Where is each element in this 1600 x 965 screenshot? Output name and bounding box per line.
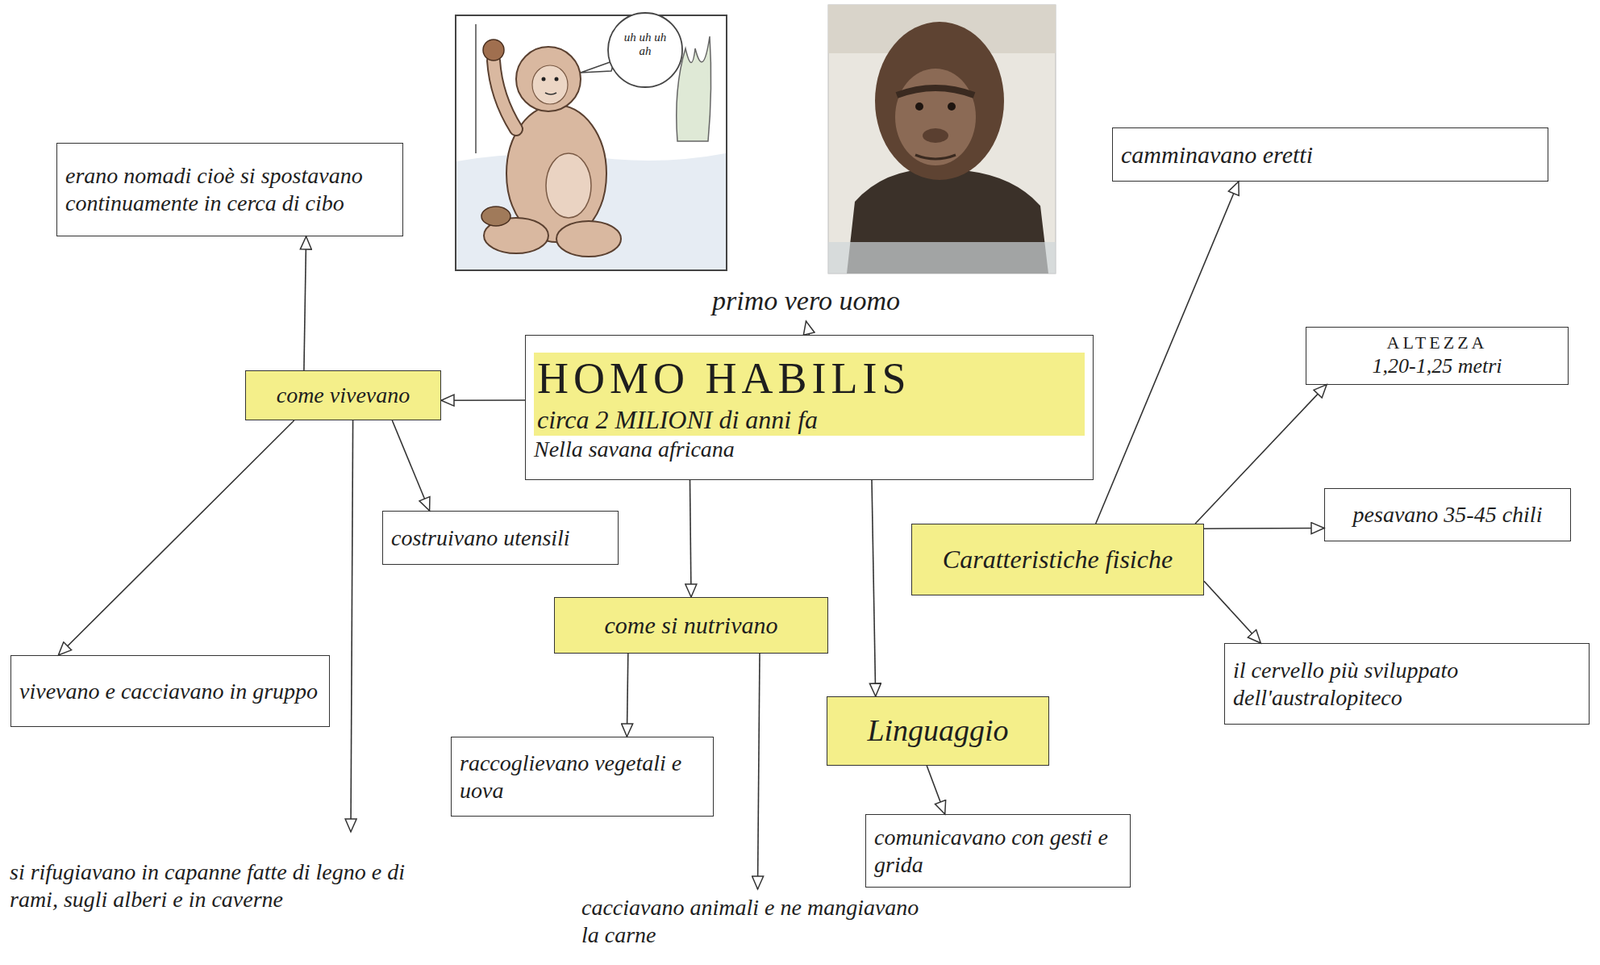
node-subtext: 1,20-1,25 metri — [1314, 353, 1560, 379]
arrow-connector — [1204, 580, 1261, 643]
cartoon-mouth — [545, 92, 557, 95]
node-text: costruivano utensili — [391, 524, 610, 552]
info-box: ALTEZZA1,20-1,25 metri — [1305, 326, 1569, 385]
node-text: erano nomadi cioè si spostavano continua… — [65, 162, 395, 217]
arrow-connector — [926, 765, 946, 814]
info-box: erano nomadi cioè si spostavano continua… — [56, 142, 404, 237]
node-text: Caratteristiche fisiche — [920, 543, 1196, 575]
photo-eye — [947, 102, 956, 111]
photo-case — [828, 241, 1056, 274]
cartoon-leg — [556, 220, 621, 257]
arrow-connector — [871, 479, 876, 696]
free-text-node: si rifugiavano in capanne fatte di legno… — [4, 831, 449, 939]
cartoon-eye — [554, 77, 559, 82]
arrow-connector — [304, 236, 307, 371]
cartoon-head — [516, 46, 581, 112]
photo-eye — [915, 102, 924, 111]
topic-box: Linguaggio — [826, 695, 1050, 766]
free-text-node: cacciavano animali e ne mangiavano la ca… — [576, 888, 939, 954]
cartoon-stick — [475, 24, 477, 154]
info-box: raccoglievano vegetali e uova — [450, 736, 714, 817]
info-box: pesavano 35-45 chili — [1324, 487, 1571, 542]
info-box: costruivano utensili — [382, 510, 619, 565]
arrow-connector — [690, 479, 692, 597]
cartoon-stone — [481, 206, 511, 226]
cartoon-arm-fill — [493, 60, 517, 130]
node-text: ALTEZZA — [1314, 332, 1560, 354]
cartoon-arm — [493, 60, 517, 130]
info-box: camminavano eretti — [1112, 127, 1549, 182]
photo-head — [875, 21, 1005, 180]
arrow-connector — [350, 420, 354, 832]
node-text: cacciavano animali e ne mangiavano la ca… — [581, 893, 934, 948]
arrow-connector — [1204, 527, 1325, 530]
cartoon-face — [532, 65, 568, 105]
cartoon-belly — [545, 153, 592, 218]
cartoon-frame — [455, 15, 727, 271]
node-text: come vivevano — [254, 381, 433, 409]
photo-nose — [922, 128, 949, 143]
node-subtext: circa 2 MILIONI di anni fa — [533, 404, 1085, 435]
topic-box: come vivevano — [245, 370, 442, 421]
node-text: vivevano e cacciavano in gruppo — [19, 677, 321, 705]
node-text: HOMO HABILIS — [533, 352, 1085, 405]
arrow-connector — [391, 420, 430, 511]
info-box: HOMO HABILIScirca 2 MILIONI di anni faNe… — [525, 334, 1094, 480]
node-text: camminavano eretti — [1120, 140, 1540, 170]
arrow-connector — [806, 320, 810, 335]
node-text: comunicavano con gesti e grida — [874, 823, 1122, 878]
arrow-connector — [1195, 384, 1327, 524]
node-subtext: Nella savana africana — [533, 435, 1085, 463]
info-box: comunicavano con gesti e grida — [865, 813, 1131, 888]
arrow-connector — [626, 653, 628, 737]
free-text-node: primo vero uomo — [607, 280, 1005, 321]
node-text: primo vero uomo — [612, 284, 1000, 318]
photo-frame — [828, 4, 1056, 274]
arrow-connector — [441, 399, 525, 401]
arrow-connector — [58, 420, 294, 655]
topic-box: Caratteristiche fisiche — [911, 523, 1205, 596]
topic-box: come si nutrivano — [554, 596, 829, 654]
cartoon-eye — [541, 77, 546, 82]
node-text: pesavano 35-45 chili — [1333, 500, 1563, 529]
photo-face — [895, 68, 976, 166]
arrow-connector — [1095, 181, 1239, 524]
arrow-connector — [758, 653, 761, 889]
photo-mouth — [915, 154, 956, 159]
cartoon-stone — [483, 39, 505, 61]
info-box: vivevano e cacciavano in gruppo — [10, 654, 330, 727]
node-text: come si nutrivano — [562, 610, 820, 640]
node-text: raccoglievano vegetali e uova — [459, 749, 705, 804]
info-box: il cervello più sviluppato dell'australo… — [1224, 642, 1590, 725]
node-text: si rifugiavano in capanne fatte di legno… — [9, 858, 444, 913]
photo-brow — [896, 87, 975, 96]
node-text: Linguaggio — [835, 712, 1041, 750]
speech-bubble — [608, 12, 683, 88]
speech-text: uh uh uh ah — [617, 30, 673, 59]
node-text: il cervello più sviluppato dell'australo… — [1233, 656, 1581, 711]
